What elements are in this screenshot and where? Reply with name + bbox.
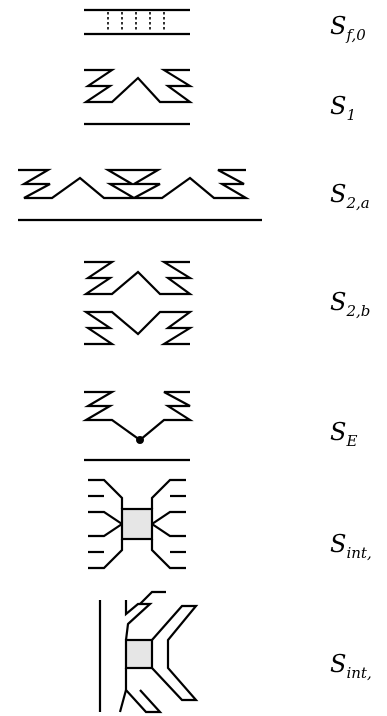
label-sint2: Sint,: [330, 650, 372, 682]
label-sf0: Sf,0: [330, 12, 366, 44]
label-s1: S1: [330, 92, 356, 124]
diagram-sint2: [98, 590, 199, 714]
label-se: SE: [330, 418, 358, 450]
label-s2b: S2,b: [330, 288, 371, 320]
diagram-sint1: [88, 478, 186, 570]
diagram-s2a: [18, 168, 262, 222]
diagram-sf0: [84, 8, 190, 36]
interaction-square: [120, 507, 154, 541]
label-s2a: S2,a: [330, 180, 370, 212]
interaction-square: [124, 638, 154, 670]
diagram-s1: [82, 68, 194, 126]
vertex-dot: [136, 436, 144, 444]
label-sint1: Sint,: [330, 530, 372, 562]
diagram-se: [81, 390, 194, 462]
diagram-s2b: [82, 260, 194, 346]
